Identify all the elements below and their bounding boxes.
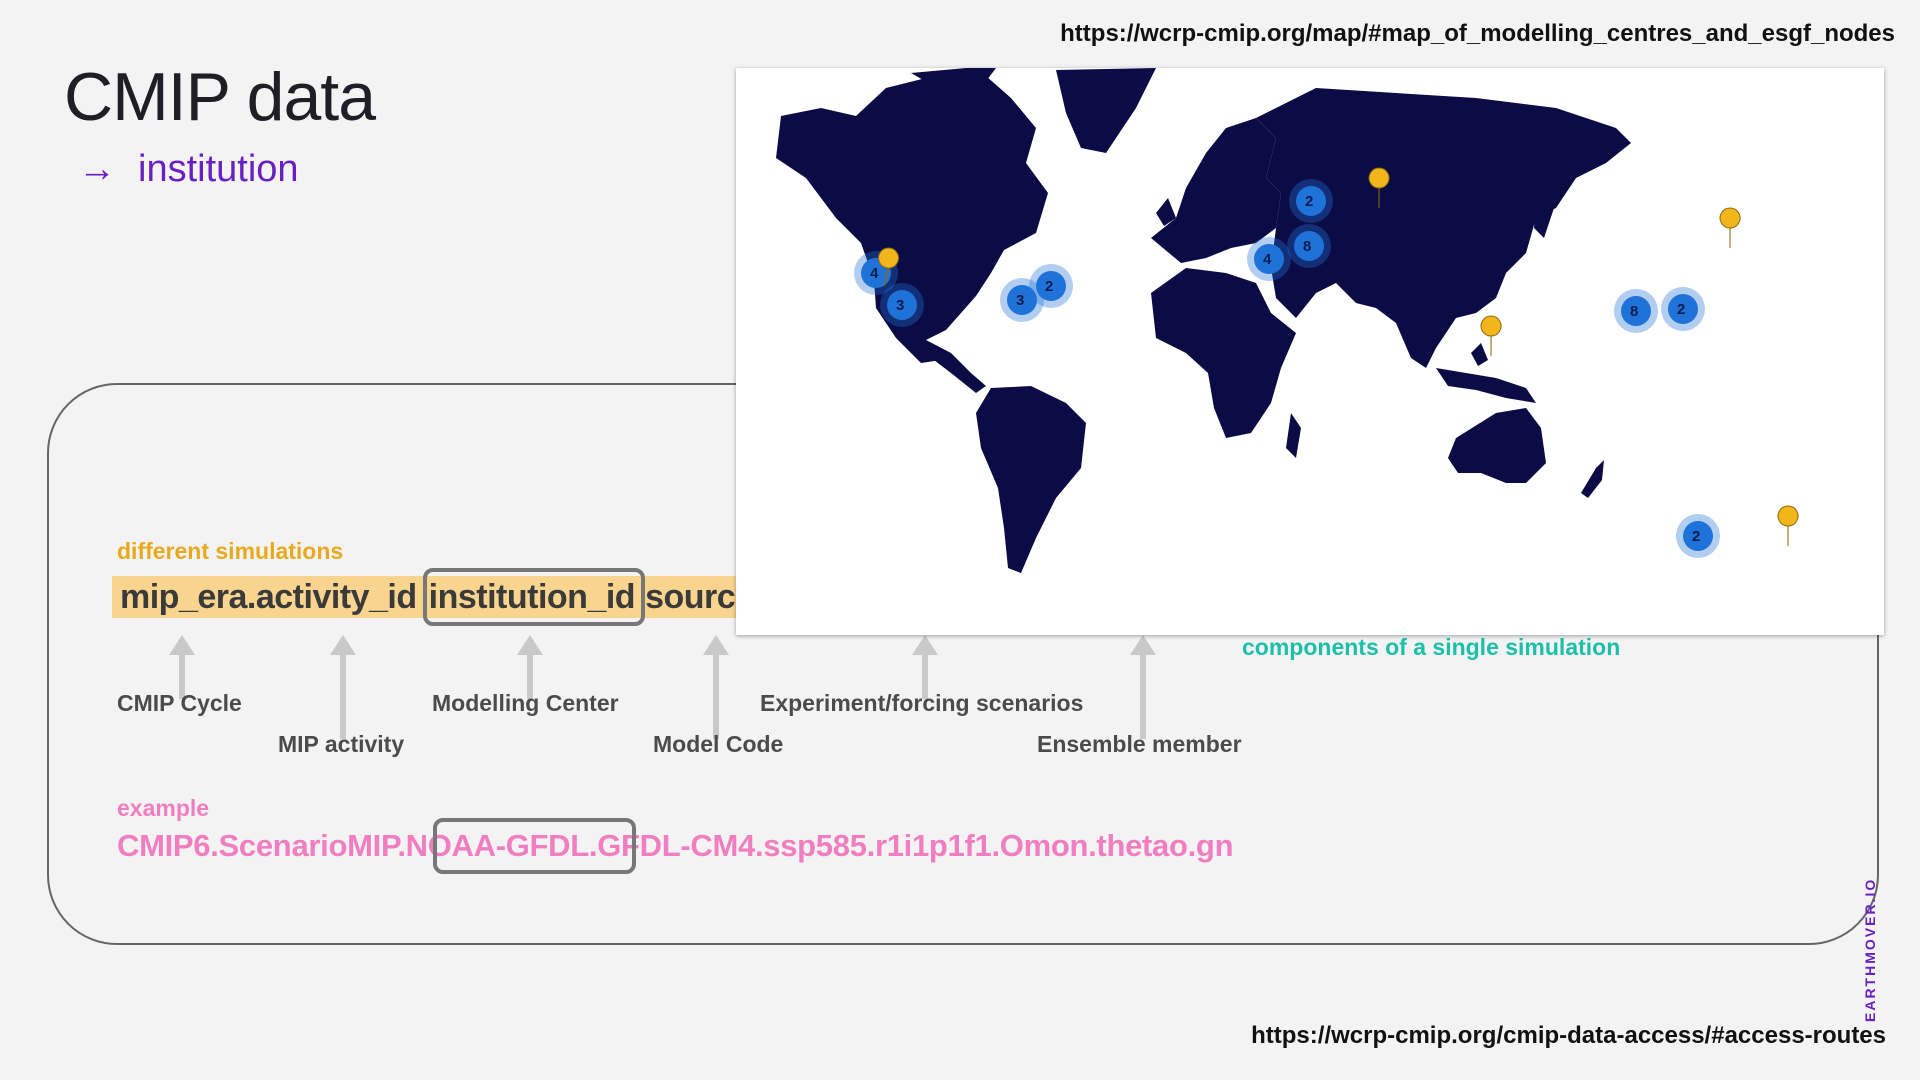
svg-text:2: 2 bbox=[1045, 278, 1053, 295]
svg-text:2: 2 bbox=[1677, 301, 1685, 318]
world-map-svg: 4 3 3 2 2 4 8 8 2 2 bbox=[776, 68, 1799, 573]
cluster-marker[interactable]: 2 bbox=[1661, 287, 1705, 331]
caption-ensemble-member: Ensemble member bbox=[1037, 731, 1242, 757]
cluster-marker[interactable]: 8 bbox=[1287, 224, 1331, 268]
map-pin-icon[interactable] bbox=[1368, 167, 1390, 209]
slide-title: CMIP data bbox=[64, 59, 376, 135]
svg-text:2: 2 bbox=[1305, 193, 1313, 210]
location-pins bbox=[878, 167, 1799, 547]
svg-text:4: 4 bbox=[1263, 251, 1272, 268]
right-arrow-icon: → bbox=[78, 148, 116, 190]
map-pin-icon[interactable] bbox=[1480, 315, 1502, 357]
cluster-marker[interactable]: 3 bbox=[1000, 278, 1044, 322]
slide-subtitle: → institution bbox=[78, 148, 299, 191]
label-example: example bbox=[117, 795, 210, 821]
land-masses bbox=[776, 68, 1631, 573]
svg-text:2: 2 bbox=[1692, 528, 1700, 545]
svg-text:3: 3 bbox=[1016, 292, 1024, 309]
brand-logo-text: EARTHMOVER.IO bbox=[1862, 877, 1878, 1022]
cluster-marker[interactable]: 2 bbox=[1676, 514, 1720, 558]
institution-highlight-box bbox=[423, 568, 645, 626]
cluster-markers: 4 3 3 2 2 4 8 8 2 2 bbox=[854, 179, 1720, 558]
cluster-marker[interactable]: 8 bbox=[1614, 289, 1658, 333]
cluster-marker[interactable]: 3 bbox=[880, 283, 924, 327]
map-pin-icon[interactable] bbox=[1777, 505, 1799, 547]
caption-model-code: Model Code bbox=[653, 731, 784, 757]
segment-mip-era-activity: mip_era.activity_id bbox=[120, 578, 417, 616]
cluster-marker[interactable]: 4 bbox=[1247, 237, 1291, 281]
label-different-simulations: different simulations bbox=[117, 538, 344, 564]
caption-experiment: Experiment/forcing scenarios bbox=[760, 690, 1084, 716]
svg-text:4: 4 bbox=[870, 265, 879, 282]
example-suffix: .GFDL-CM4.ssp585.r1i1p1f1.Omon.thetao.gn bbox=[588, 828, 1234, 863]
svg-text:8: 8 bbox=[1630, 303, 1638, 320]
map-pin-icon[interactable] bbox=[1719, 207, 1741, 249]
example-institution-box bbox=[433, 818, 636, 874]
label-components: components of a single simulation bbox=[1242, 634, 1621, 660]
code-highlight-bar bbox=[112, 576, 792, 618]
caption-mip-activity: MIP activity bbox=[278, 731, 405, 757]
caption-modelling-center: Modelling Center bbox=[432, 690, 619, 716]
map-source-link[interactable]: https://wcrp-cmip.org/map/#map_of_modell… bbox=[1060, 20, 1895, 47]
cluster-marker[interactable]: 2 bbox=[1029, 264, 1073, 308]
caption-cmip-cycle: CMIP Cycle bbox=[117, 690, 242, 716]
data-access-link[interactable]: https://wcrp-cmip.org/cmip-data-access/#… bbox=[1251, 1022, 1886, 1049]
map-pin-icon[interactable] bbox=[878, 247, 899, 287]
svg-text:3: 3 bbox=[896, 297, 904, 314]
subtitle-text: institution bbox=[138, 148, 299, 190]
cluster-marker[interactable]: 2 bbox=[1289, 179, 1333, 223]
example-identifier: CMIP6.ScenarioMIP.NOAA-GFDL.GFDL-CM4.ssp… bbox=[117, 828, 1234, 864]
segment-source: sourc bbox=[645, 578, 736, 616]
segment-institution: institution_id bbox=[428, 578, 636, 616]
example-prefix: CMIP6.ScenarioMIP. bbox=[117, 828, 406, 863]
modelling-centres-map: 4 3 3 2 2 4 8 8 2 2 bbox=[736, 68, 1884, 635]
svg-text:8: 8 bbox=[1303, 238, 1311, 255]
